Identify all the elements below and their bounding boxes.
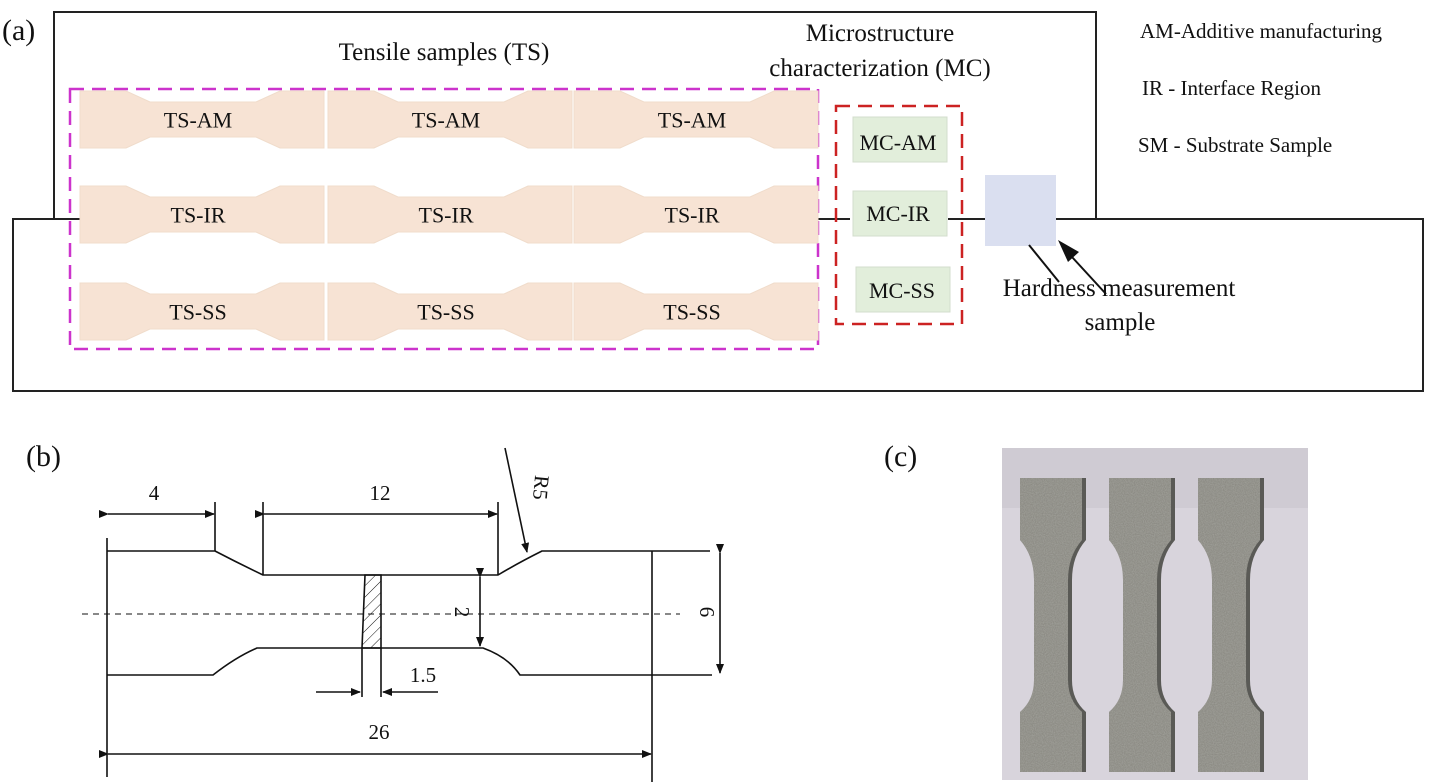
cross-section-hatch xyxy=(361,574,382,649)
tensile-sample-shape xyxy=(327,282,573,341)
hardness-arrow xyxy=(1028,244,1060,283)
dim-gauge-width-label: 2 xyxy=(450,607,474,618)
tensile-sample-shape xyxy=(573,185,819,244)
legend-ir: IR - Interface Region xyxy=(1142,76,1322,100)
panel-b-label: (b) xyxy=(26,440,61,473)
tensile-samples-boundary xyxy=(68,87,820,351)
specimen-top-edge xyxy=(107,550,652,576)
hardness-label-line1: Hardness measurement xyxy=(1003,275,1236,302)
tensile-sample-shape xyxy=(79,282,325,341)
mc-title-line2: characterization (MC) xyxy=(769,55,990,82)
specimen-texture xyxy=(1198,478,1260,772)
dim-grip-label: 4 xyxy=(149,481,160,505)
tensile-sample-shape xyxy=(327,90,573,149)
tensile-sample-label: TS-AM xyxy=(658,108,726,133)
mc-sample-ir: MC-IR xyxy=(852,190,948,237)
mc-sample-ss: MC-SS xyxy=(855,266,951,313)
tensile-samples-grid: TS-AM TS-AM TS-AM TS-IR TS-IR TS-IR TS-SS TS-SS… xyxy=(79,90,819,341)
photo-specimens xyxy=(1020,478,1264,772)
mc-samples-boundary xyxy=(834,104,964,326)
tensile-sample: TS-AM xyxy=(79,90,325,149)
mc-sample-am-label: MC-AM xyxy=(859,130,936,155)
tensile-sample-label: TS-IR xyxy=(419,203,474,228)
dim-thickness-label: 1.5 xyxy=(410,663,436,687)
panel-a-label: (a) xyxy=(2,14,35,47)
tensile-samples-title: Tensile samples (TS) xyxy=(339,39,550,66)
dim-grip-width-label: 6 xyxy=(695,607,719,618)
tensile-sample-shape xyxy=(573,282,819,341)
mc-title-line1: Microstructure xyxy=(806,20,955,47)
dim-radius-label: R5 xyxy=(528,474,554,501)
tensile-sample-shape xyxy=(79,90,325,149)
tensile-sample-label: TS-IR xyxy=(665,203,720,228)
specimen-texture xyxy=(1109,478,1171,772)
specimen-texture xyxy=(1020,478,1082,772)
hardness-label-line2: sample xyxy=(1085,309,1156,336)
tensile-sample-shape xyxy=(79,185,325,244)
tensile-sample-label: TS-AM xyxy=(412,108,480,133)
tensile-sample-label: TS-SS xyxy=(663,300,720,325)
mc-sample-ir-label: MC-IR xyxy=(866,201,930,226)
dim-total-label: 26 xyxy=(369,720,390,744)
dim-gauge-label: 12 xyxy=(370,481,391,505)
tensile-sample-label: TS-SS xyxy=(417,300,474,325)
tensile-sample-shape xyxy=(327,185,573,244)
hardness-arrowhead xyxy=(1058,240,1079,262)
tensile-sample: TS-IR xyxy=(327,185,573,244)
panel-a: (a) Tensile samples (TS) Microstructure … xyxy=(2,11,1424,392)
am-deposit-outline xyxy=(53,11,1097,219)
tensile-sample: TS-AM xyxy=(573,90,819,149)
hardness-sample xyxy=(985,175,1056,246)
tensile-sample: TS-AM xyxy=(327,90,573,149)
tensile-sample-label: TS-IR xyxy=(171,203,226,228)
legend-am: AM-Additive manufacturing xyxy=(1140,19,1383,43)
tensile-sample: TS-SS xyxy=(327,282,573,341)
tensile-sample-shape xyxy=(573,90,819,149)
tensile-sample: TS-SS xyxy=(573,282,819,341)
tensile-sample-label: TS-SS xyxy=(169,300,226,325)
tensile-sample: TS-IR xyxy=(573,185,819,244)
dim-radius-arrow xyxy=(504,447,530,553)
mc-sample-am: MC-AM xyxy=(852,116,948,163)
panel-b: (b) 4 12 R5 2 6 1.5 26 xyxy=(26,440,724,782)
panel-c: (c) xyxy=(884,440,1308,780)
tensile-sample: TS-SS xyxy=(79,282,325,341)
legend-sm: SM - Substrate Sample xyxy=(1138,133,1332,157)
panel-c-label: (c) xyxy=(884,440,917,473)
tensile-sample: TS-IR xyxy=(79,185,325,244)
tensile-sample-label: TS-AM xyxy=(164,108,232,133)
mc-sample-ss-label: MC-SS xyxy=(869,278,935,303)
